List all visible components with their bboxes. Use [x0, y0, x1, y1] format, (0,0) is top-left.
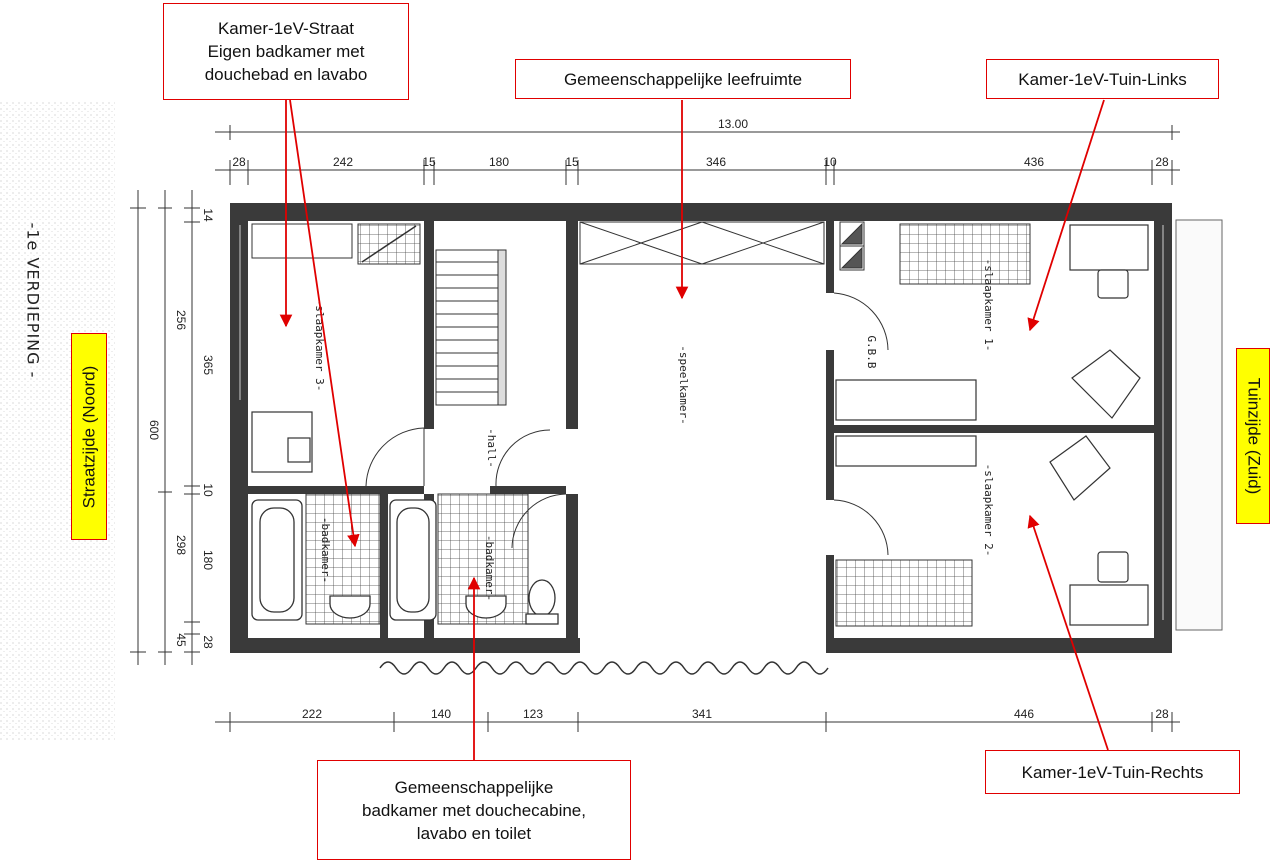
callout-room-garden-left-text: Kamer-1eV-Tuin-Links — [1018, 69, 1187, 89]
dim-left-inner-6: 28 — [201, 635, 215, 649]
label-speelkamer: -speelkamer- — [677, 345, 690, 424]
dim-top-2: 242 — [333, 155, 353, 169]
void-crosses — [579, 221, 825, 265]
dim-top-5: 15 — [565, 155, 579, 169]
dim-bottom-4: 341 — [692, 707, 712, 721]
callout-room-street-line2: Eigen badkamer met — [207, 42, 365, 61]
dim-top-3: 15 — [422, 155, 436, 169]
dim-top-9: 28 — [1155, 155, 1169, 169]
shower-diagonal — [361, 225, 417, 263]
dim-left-inner-2: 365 — [201, 355, 215, 375]
dim-bottom-2: 140 — [431, 707, 451, 721]
dim-left-mid-1: 256 — [174, 310, 188, 330]
dim-top-4: 180 — [489, 155, 509, 169]
dimension-lines — [130, 125, 1180, 732]
callout-room-garden-left: Kamer-1eV-Tuin-Links — [986, 59, 1219, 99]
dim-bottom-3: 123 — [523, 707, 543, 721]
sinks — [329, 579, 559, 625]
callout-shared-bath-line2: badkamer met douchecabine, — [362, 800, 586, 820]
dim-left-inner-1: 14 — [201, 208, 215, 222]
label-badkamer-left: -badkamer- — [319, 517, 332, 583]
street-side-text: Straatzijde (Noord) — [79, 365, 99, 508]
dim-bottom-1: 222 — [302, 707, 322, 721]
staircase — [435, 249, 507, 406]
dim-top-1: 28 — [232, 155, 246, 169]
callout-room-street: Kamer-1eV-Straat Eigen badkamer met douc… — [163, 3, 409, 100]
callout-living-text: Gemeenschappelijke leefruimte — [563, 69, 803, 89]
callout-room-street-line3: douchebad en lavabo — [204, 65, 368, 84]
dim-top-7: 10 — [823, 155, 837, 169]
walls — [230, 203, 1172, 653]
wardrobe-slaapkamer3 — [251, 223, 353, 259]
dim-bottom-5: 446 — [1014, 707, 1034, 721]
dim-left-inner-4: 180 — [201, 550, 215, 570]
label-gbb: G.B.B — [865, 335, 878, 368]
garden-strip — [1175, 219, 1223, 631]
label-slaapkamer2: -slaapkamer 2- — [982, 464, 995, 557]
callout-arrows — [279, 99, 1109, 760]
floor-title: -1e VERDIEPING - — [8, 200, 58, 400]
furniture — [251, 224, 1149, 626]
gbb-shaft — [839, 221, 865, 271]
garden-side-text: Tuinzijde (Zuid) — [1244, 377, 1263, 495]
dim-left-mid-2: 298 — [174, 535, 188, 555]
street-side-label: Straatzijde (Noord) — [71, 333, 107, 540]
garden-side-label: Tuinzijde (Zuid) — [1236, 348, 1270, 524]
bathtubs — [251, 499, 437, 621]
callout-room-garden-right: Kamer-1eV-Tuin-Rechts — [985, 750, 1240, 794]
callout-shared-bath: Gemeenschappelijke badkamer met doucheca… — [317, 760, 631, 860]
hedge-line — [379, 661, 829, 675]
dim-top-8: 436 — [1024, 155, 1044, 169]
callout-living: Gemeenschappelijke leefruimte — [515, 59, 851, 99]
dim-left-inner-3: 10 — [201, 483, 215, 497]
wall-hatching — [239, 225, 1164, 620]
dim-left-inner-5: 45 — [174, 633, 188, 647]
label-slaapkamer3: -slaapkamer 3- — [313, 299, 326, 392]
label-slaapkamer1: -slaapkamer 1- — [982, 259, 995, 352]
dim-top-6: 346 — [706, 155, 726, 169]
floor-title-text: -1e VERDIEPING - — [23, 222, 43, 378]
callout-room-street-line1: Kamer-1eV-Straat — [217, 19, 355, 38]
callout-room-garden-right-text: Kamer-1eV-Tuin-Rechts — [1021, 762, 1204, 782]
bed-slaapkamer1 — [899, 223, 1031, 285]
dim-left-outer: 600 — [147, 420, 161, 440]
dim-total-width: 13.00 — [718, 117, 748, 131]
dim-bottom-6: 28 — [1155, 707, 1169, 721]
label-badkamer-mid: -badkamer- — [483, 535, 496, 601]
callout-shared-bath-line3: lavabo en toilet — [416, 823, 532, 843]
bed-slaapkamer2 — [835, 559, 973, 627]
door-swings — [365, 292, 889, 556]
label-hall: -hall- — [485, 428, 498, 468]
callout-shared-bath-line1: Gemeenschappelijke — [394, 777, 554, 797]
